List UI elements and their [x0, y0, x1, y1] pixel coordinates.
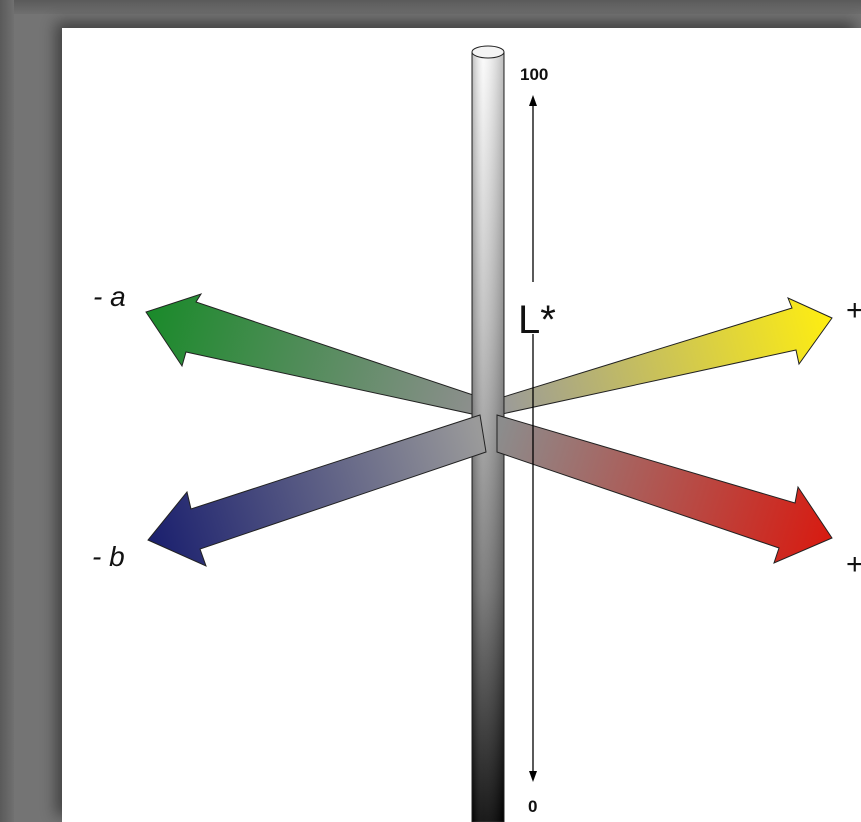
minus-b-label: - b — [92, 541, 125, 572]
plus-a-arrow — [499, 297, 833, 415]
lightness-axis-label: L* — [518, 298, 556, 342]
lightness-cylinder-top — [471, 45, 505, 59]
diagram-canvas: 100 0 L* - a - b + + — [62, 28, 861, 822]
lightness-top-value: 100 — [520, 65, 548, 84]
minus-b-arrow — [147, 414, 487, 567]
minus-a-arrow — [145, 293, 483, 415]
lab-color-space-diagram: 100 0 L* - a - b + + — [92, 45, 861, 822]
minus-a-label: - a — [93, 281, 126, 312]
lightness-axis-arrowhead-down — [529, 771, 537, 782]
window-frame-left — [0, 0, 14, 822]
lightness-axis-arrowhead-up — [529, 95, 537, 106]
plus-b-label: + — [846, 548, 861, 581]
window-frame-top — [0, 0, 861, 14]
plus-a-label: + — [846, 294, 861, 327]
lightness-bottom-value: 0 — [528, 797, 537, 816]
plus-b-arrow — [496, 414, 833, 564]
